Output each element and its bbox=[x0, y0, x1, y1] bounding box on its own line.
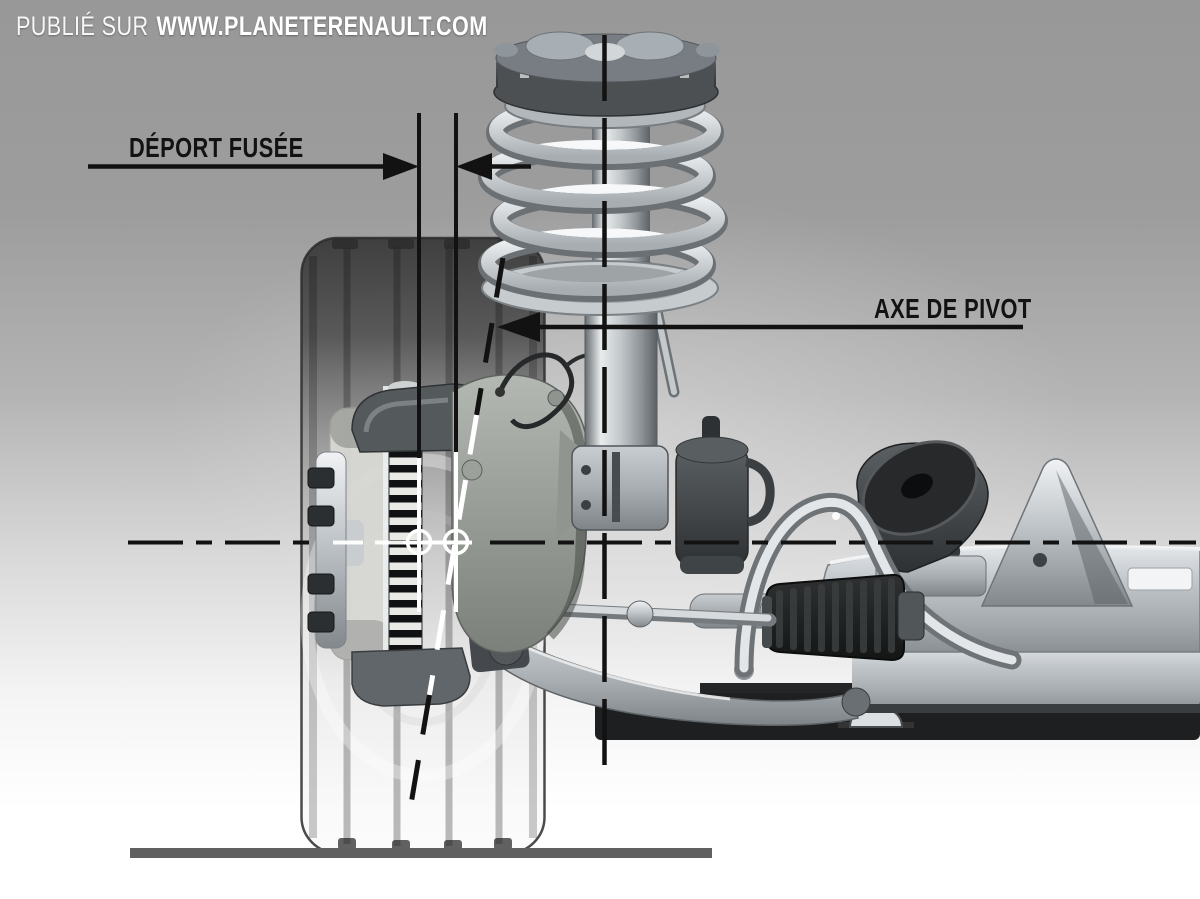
rack-pinion-housing bbox=[675, 416, 775, 574]
ground-line bbox=[130, 848, 712, 858]
deport-fusee-leader bbox=[88, 153, 531, 180]
strut-top-mount bbox=[493, 31, 720, 129]
pivot-intersection-marker bbox=[442, 528, 470, 556]
label-deport-fusee: DÉPORT FUSÉE bbox=[129, 132, 304, 163]
hub-studs bbox=[307, 451, 347, 649]
wheel-center-marker bbox=[405, 528, 433, 556]
header-site-url: WWW.PLANETERENAULT.COM bbox=[156, 11, 488, 41]
stabilizer-bar bbox=[734, 492, 1022, 680]
rack-bellows bbox=[762, 573, 925, 662]
axe-de-pivot-leader bbox=[497, 312, 1023, 342]
steering-knuckle bbox=[451, 374, 590, 654]
pivot-axis-line bbox=[407, 257, 506, 813]
label-axe-de-pivot: AXE DE PIVOT bbox=[874, 293, 1032, 324]
arrow-right-icon bbox=[383, 153, 419, 180]
header-prefix: PUBLIÉ SUR bbox=[16, 11, 149, 41]
arrow-left-icon bbox=[497, 312, 540, 342]
arrow-left-icon bbox=[456, 153, 492, 180]
scrub-dimension-lines bbox=[405, 113, 470, 612]
brake-disc bbox=[307, 381, 423, 705]
